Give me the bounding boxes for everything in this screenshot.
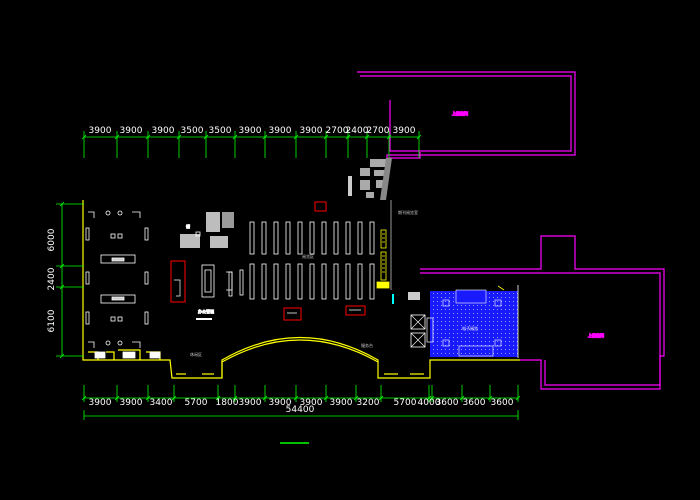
left-dimension-chain: 6000 2400 6100 bbox=[47, 228, 57, 332]
dim-top-7: 3900 bbox=[269, 126, 292, 136]
bookshelf bbox=[228, 271, 233, 297]
bookshelf bbox=[297, 263, 303, 300]
staircase-top bbox=[348, 158, 392, 200]
dim-bottom-5: 1800 bbox=[216, 398, 239, 408]
hatched-room: 电子阅览 bbox=[392, 285, 519, 358]
dimension-lines bbox=[56, 131, 521, 420]
bookshelf-rows bbox=[228, 221, 375, 300]
dim-top-6: 3900 bbox=[239, 126, 262, 136]
bookshelf bbox=[369, 221, 375, 255]
bookshelf bbox=[333, 263, 339, 300]
dim-top-12: 3900 bbox=[393, 126, 416, 136]
dim-bottom-8: 3900 bbox=[300, 398, 323, 408]
svg-text:上部空间: 上部空间 bbox=[452, 110, 468, 116]
annex-outlines: 上部空间 上部空间 bbox=[357, 71, 665, 390]
svg-text:休闲区: 休闲区 bbox=[190, 351, 202, 357]
dim-top-4: 3500 bbox=[181, 126, 204, 136]
dim-bottom-13: 3600 bbox=[436, 398, 459, 408]
bookshelf bbox=[321, 221, 327, 255]
svg-text:期刊阅览室: 期刊阅览室 bbox=[398, 209, 418, 215]
bookshelf bbox=[261, 263, 267, 300]
dim-left-1: 6000 bbox=[47, 228, 57, 251]
bookshelf bbox=[285, 221, 291, 255]
svg-text:服务台: 服务台 bbox=[361, 342, 373, 348]
dim-bottom-10: 3200 bbox=[357, 398, 380, 408]
dim-top-8: 3900 bbox=[300, 126, 323, 136]
dim-bottom-2: 3900 bbox=[120, 398, 143, 408]
bookshelf bbox=[249, 221, 255, 255]
annex-top-outline bbox=[357, 71, 576, 159]
bookshelf bbox=[357, 221, 363, 255]
dim-bottom-12: 4000 bbox=[418, 398, 441, 408]
bottom-dimension-chain: 3900 3900 3400 5700 1800 3900 3900 3900 … bbox=[89, 398, 514, 415]
dim-top-5: 3500 bbox=[209, 126, 232, 136]
bookshelf bbox=[297, 221, 303, 255]
bookshelf bbox=[249, 263, 255, 300]
dim-bottom-1: 3900 bbox=[89, 398, 112, 408]
bookshelf bbox=[369, 263, 375, 300]
svg-text:办公管理: 办公管理 bbox=[198, 308, 214, 314]
stair-bars bbox=[376, 229, 390, 289]
dim-top-10: 2400 bbox=[346, 126, 369, 136]
bookshelf bbox=[333, 221, 339, 255]
dim-top-2: 3900 bbox=[120, 126, 143, 136]
bookshelf bbox=[357, 263, 363, 300]
bookshelf bbox=[273, 221, 279, 255]
svg-text:阅览区: 阅览区 bbox=[302, 253, 314, 259]
dim-bottom-4: 5700 bbox=[185, 398, 208, 408]
dim-bottom-14: 3600 bbox=[463, 398, 486, 408]
svg-text:上部空间: 上部空间 bbox=[588, 332, 604, 338]
bookshelf bbox=[345, 221, 351, 255]
dim-bottom-15: 3600 bbox=[491, 398, 514, 408]
dim-top-11: 2700 bbox=[367, 126, 390, 136]
dim-bottom-7: 3900 bbox=[269, 398, 292, 408]
dim-bottom-6: 3900 bbox=[239, 398, 262, 408]
bookshelf bbox=[309, 263, 315, 300]
annex-right-outline bbox=[420, 235, 665, 390]
dim-bottom-3: 3400 bbox=[150, 398, 173, 408]
service-core: 办公管理 储 bbox=[180, 212, 234, 320]
dim-top-1: 3900 bbox=[89, 126, 112, 136]
dim-left-3: 6100 bbox=[47, 309, 57, 332]
svg-text:电子阅览: 电子阅览 bbox=[462, 325, 478, 331]
bookshelf bbox=[309, 221, 315, 255]
dim-top-3: 3900 bbox=[152, 126, 175, 136]
bookshelf bbox=[285, 263, 291, 300]
bookshelf bbox=[273, 263, 279, 300]
dim-top-9: 2700 bbox=[326, 126, 349, 136]
bookshelf bbox=[239, 269, 244, 296]
red-markers bbox=[170, 201, 366, 321]
dim-bottom-9: 3900 bbox=[330, 398, 353, 408]
dim-bottom-total: 54400 bbox=[286, 405, 315, 415]
furniture-left-tables bbox=[85, 210, 161, 359]
bookshelf bbox=[345, 263, 351, 300]
dim-bottom-11: 5700 bbox=[394, 398, 417, 408]
dim-left-2: 2400 bbox=[47, 267, 57, 290]
bookshelf bbox=[321, 263, 327, 300]
svg-text:储: 储 bbox=[186, 223, 190, 229]
bookshelf bbox=[261, 221, 267, 255]
top-dimension-chain: 3900 3900 3900 3500 3500 3900 3900 3900 … bbox=[89, 126, 416, 136]
